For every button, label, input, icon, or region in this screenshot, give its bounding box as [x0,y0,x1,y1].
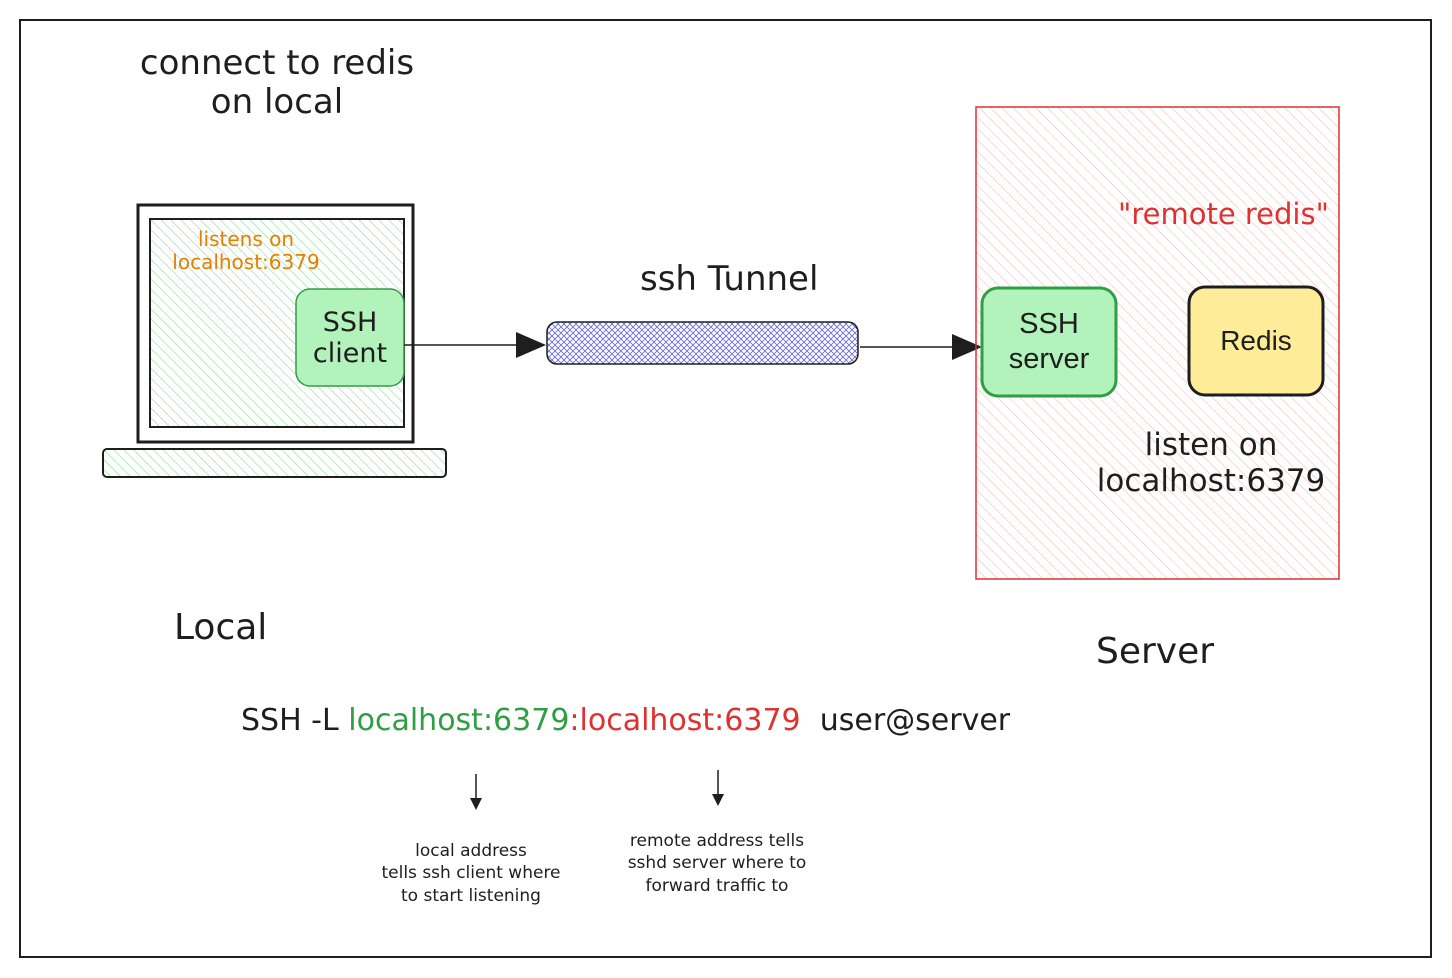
note-line: remote address tells [629,831,805,851]
server-side-label: Server [1096,631,1215,672]
command-remote-address: :localhost:6379 [569,703,801,738]
laptop-icon [102,203,447,478]
ssh-client-label: SSH client [296,289,404,386]
redis-label: Redis [1189,287,1323,395]
note-line: to start listening [401,885,541,906]
note-line: sshd server where to [627,853,807,874]
tunnel-label: ssh Tunnel [640,259,819,299]
redis-text: Redis [1220,325,1292,356]
remote-address-note: remote address tells sshd server where t… [612,830,822,897]
ssh-server-box [980,286,1118,398]
ssh-client-box [295,288,405,387]
remote-listen-label: listen on localhost:6379 [1088,427,1334,499]
redis-box [1187,285,1325,397]
ssh-server-label: SSH server [982,288,1116,396]
command-prefix: SSH -L [241,703,339,738]
local-listen-label: listens on localhost:6379 [160,228,332,274]
ssh-tunnel-pipe [546,321,859,365]
listen-line: localhost:6379 [172,250,320,274]
title-line: on local [210,82,344,123]
diagram-title: connect to redis on local [112,43,442,123]
diagram-frame [19,19,1432,958]
note-line: tells ssh client where [381,863,561,884]
note-line: local address [415,841,527,861]
ssh-server-line: server [1008,343,1090,375]
listen-line: listen on [1144,427,1278,463]
ssh-client-line: client [312,337,388,369]
ssh-command: SSH -L localhost:6379:localhost:6379 use… [241,703,1011,739]
remote-redis-label: "remote redis" [1118,197,1329,231]
title-line: connect to redis [139,43,415,83]
listen-line: listens on [197,227,295,251]
note-line: forward traffic to [645,875,789,896]
local-address-note: local address tells ssh client where to … [366,840,576,907]
local-side-label: Local [174,607,268,648]
listen-line: localhost:6379 [1096,462,1326,499]
ssh-client-line: SSH [322,306,378,338]
command-local-address: localhost:6379 [348,703,570,738]
ssh-server-line: SSH [1019,308,1079,341]
command-target: user@server [819,703,1011,738]
